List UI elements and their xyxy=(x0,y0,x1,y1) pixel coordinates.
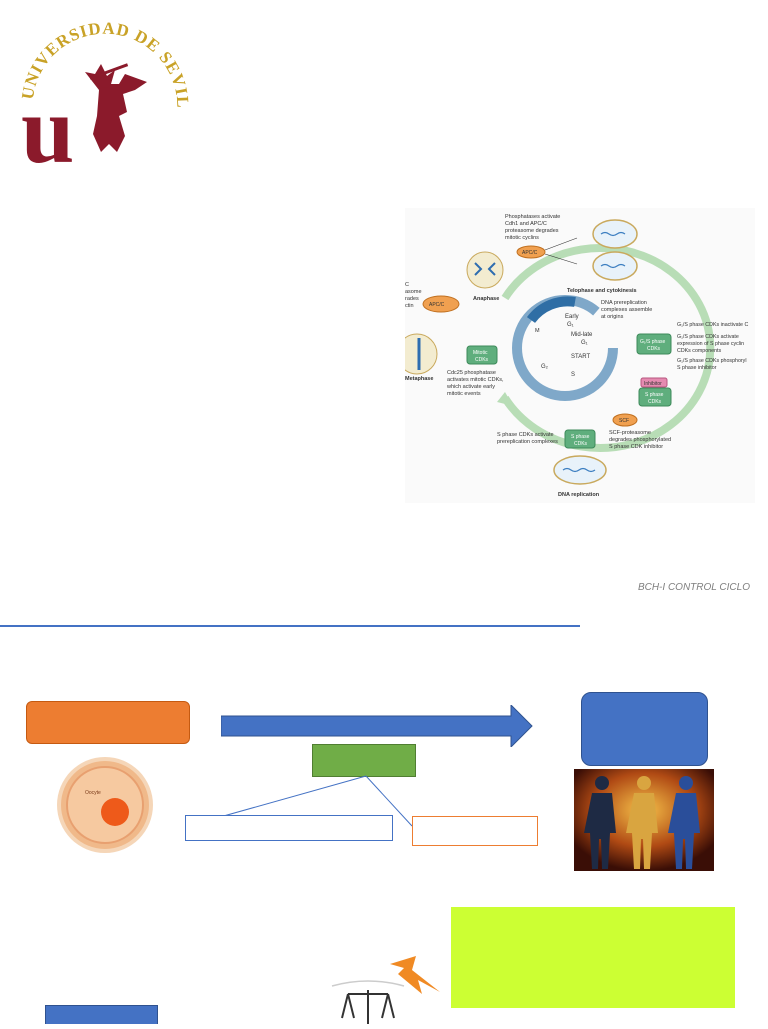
daughter-cell-1 xyxy=(592,219,638,249)
metaphase-cell xyxy=(396,333,438,375)
blue-outline-box xyxy=(185,815,393,841)
svg-text:CDKs components: CDKs components xyxy=(677,348,722,354)
apc-left-ellipse xyxy=(422,295,460,313)
svg-text:S phase inhibitor: S phase inhibitor xyxy=(677,365,717,371)
svg-text:at origins: at origins xyxy=(601,314,624,320)
svg-text:activates mitotic CDKs,: activates mitotic CDKs, xyxy=(447,377,504,383)
s-phase-cdks-box-2 xyxy=(564,429,596,449)
svg-text:CDKs: CDKs xyxy=(475,357,489,363)
daughter-cell-2 xyxy=(592,251,638,281)
svg-text:C: C xyxy=(405,282,409,288)
s-activate-note: S phase CDKs activate prereplication com… xyxy=(497,432,558,445)
inhibitor-box xyxy=(640,377,668,388)
apc-top-label: APC/C xyxy=(522,250,538,256)
svg-text:Cdh1 and APC/C: Cdh1 and APC/C xyxy=(505,221,547,227)
cycle-start: START xyxy=(571,354,590,360)
lightning-icon xyxy=(390,956,440,994)
human-body-image xyxy=(574,769,714,871)
g1s-notes: G₁/S phase CDKs inactivate C G₁/S phase … xyxy=(677,322,748,371)
oocyte-nucleus xyxy=(101,798,129,826)
svg-text:G₁/S phase CDKs inactivate C: G₁/S phase CDKs inactivate C xyxy=(677,322,748,328)
scales-icon xyxy=(331,980,405,1024)
svg-text:Phosphatases activate: Phosphatases activate xyxy=(505,214,560,220)
body-figure-left xyxy=(584,776,616,869)
svg-text:G₁/S phase CDKs activate: G₁/S phase CDKs activate xyxy=(677,334,739,340)
cell-cycle-figure: M Early G₁ Mid-late G₁ START S G₂ Teloph… xyxy=(396,208,755,503)
angel-emblem xyxy=(85,63,147,152)
svg-text:mitotic cyclins: mitotic cyclins xyxy=(505,235,539,241)
cycle-m: M xyxy=(535,328,540,334)
svg-text:S phase: S phase xyxy=(645,392,664,398)
blue-box-right xyxy=(581,692,708,766)
anaphase-cell xyxy=(466,251,504,289)
orange-outline-box xyxy=(412,816,538,846)
svg-text:ctin: ctin xyxy=(405,303,414,309)
university-logo: UNIVERSIDAD DE SEVILLA u xyxy=(8,0,195,183)
oocyte-image: Oocyte xyxy=(45,752,165,858)
apc-left-note: C asome rades ctin xyxy=(405,282,422,309)
big-blue-arrow xyxy=(221,705,533,747)
logo-monogram: u xyxy=(21,76,74,172)
prereplication-note: DNA prereplication complexes assemble at… xyxy=(601,300,652,320)
svg-text:expression of S phase cyclin: expression of S phase cyclin xyxy=(677,341,744,347)
cdc25-note: Cdc25 phosphatase activates mitotic CDKs… xyxy=(446,370,504,397)
svg-text:S phase CDK inhibitor: S phase CDK inhibitor xyxy=(609,444,663,450)
cycle-s: S xyxy=(571,372,575,378)
scf-ellipse xyxy=(612,413,638,427)
cycle-midlate-g1-a: Mid-late xyxy=(571,332,593,338)
svg-text:mitotic events: mitotic events xyxy=(447,391,481,397)
g1s-cdks-box xyxy=(636,333,672,355)
lime-box xyxy=(451,907,735,1008)
scf-note: SCF-proteasome degrades phosphorylated S… xyxy=(609,430,671,450)
inner-cycle-dark xyxy=(526,296,576,324)
mitotic-cdks-box xyxy=(466,345,498,365)
cycle-early-g1-a: Early xyxy=(565,314,579,320)
body-figure-right xyxy=(668,776,700,869)
cycle-midlate-g1-b: G₁ xyxy=(581,340,588,346)
blue-box-bottom xyxy=(45,1005,158,1024)
cycle-early-g1-b: G₁ xyxy=(567,322,574,328)
s-phase-cdks-box xyxy=(638,387,672,407)
svg-text:complexes assemble: complexes assemble xyxy=(601,307,652,313)
cell-cycle-svg: M Early G₁ Mid-late G₁ START S G₂ Teloph… xyxy=(396,214,748,498)
svg-text:CDKs: CDKs xyxy=(647,346,661,352)
apc-left-label: APC/C xyxy=(429,302,445,308)
section-divider xyxy=(0,625,580,627)
body-figure-center xyxy=(626,776,658,869)
svg-text:prereplication complexes: prereplication complexes xyxy=(497,439,558,445)
svg-text:G₁/S phase CDKs phosphoryl: G₁/S phase CDKs phosphoryl xyxy=(677,358,747,364)
svg-text:CDKs: CDKs xyxy=(574,441,588,447)
svg-text:DNA prereplication: DNA prereplication xyxy=(601,300,647,306)
apc-top-ellipse xyxy=(516,245,546,259)
svg-text:SCF-proteasome: SCF-proteasome xyxy=(609,430,651,436)
svg-text:rades: rades xyxy=(405,296,419,302)
phosphatase-note: Phosphatases activate Cdh1 and APC/C pro… xyxy=(505,214,560,241)
svg-text:SCF: SCF xyxy=(619,418,629,424)
svg-text:which activate early: which activate early xyxy=(446,384,495,390)
svg-text:CDKs: CDKs xyxy=(648,399,662,405)
svg-text:Cdc25 phosphatase: Cdc25 phosphatase xyxy=(447,370,496,376)
cycle-g2: G₂ xyxy=(541,364,549,370)
svg-text:degrades phosphorylated: degrades phosphorylated xyxy=(609,437,671,443)
outer-cycle-arrowhead xyxy=(497,392,513,406)
metaphase-label: Metaphase xyxy=(405,376,433,382)
logo-graphic: UNIVERSIDAD DE SEVILLA u xyxy=(8,0,191,183)
telophase-label: Telophase and cytokinesis xyxy=(567,288,637,294)
orange-box xyxy=(26,701,190,744)
svg-text:Mitotic: Mitotic xyxy=(473,350,488,356)
svg-text:asome: asome xyxy=(405,289,422,295)
svg-text:S phase CDKs activate: S phase CDKs activate xyxy=(497,432,554,438)
svg-text:G₁/S phase: G₁/S phase xyxy=(640,339,666,345)
oocyte-label: Oocyte xyxy=(85,790,101,796)
scales-lightning-icon xyxy=(328,950,446,1024)
svg-text:Inhibitor: Inhibitor xyxy=(644,381,662,387)
svg-text:S phase: S phase xyxy=(571,434,590,440)
footer-label: BCH-I CONTROL CICLO xyxy=(637,582,750,593)
anaphase-label: Anaphase xyxy=(473,296,499,302)
dna-replication-label: DNA replication xyxy=(558,492,600,498)
svg-text:proteasome degrades: proteasome degrades xyxy=(505,228,559,234)
